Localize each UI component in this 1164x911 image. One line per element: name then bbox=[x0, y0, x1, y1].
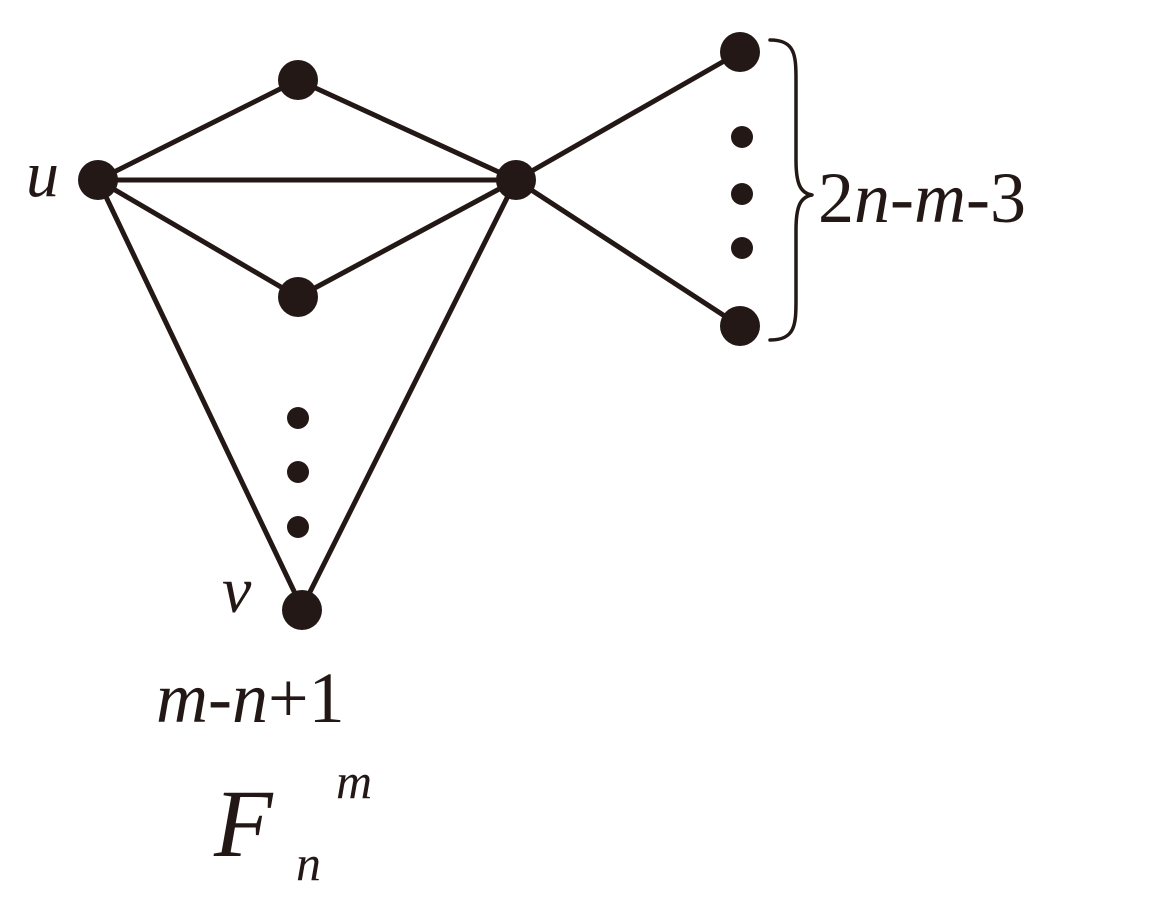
path-count-plus: + bbox=[268, 658, 309, 738]
ellipsis-dot bbox=[287, 516, 309, 538]
vertex-label-u: u bbox=[26, 138, 59, 211]
ellipsis-dot bbox=[731, 237, 753, 259]
brace-count-coef: 2 bbox=[818, 158, 854, 238]
ellipsis-dot bbox=[287, 407, 309, 429]
vertex-top bbox=[278, 60, 318, 100]
vertical-ellipsis-paths bbox=[287, 407, 309, 538]
edge-top-hub bbox=[295, 77, 519, 183]
edge-u-top bbox=[95, 77, 301, 183]
edge-u-mid bbox=[95, 177, 301, 300]
path-count-dash: - bbox=[208, 658, 232, 738]
edge-u-v bbox=[95, 177, 305, 611]
vertical-ellipsis-leaves bbox=[731, 126, 753, 259]
path-count-const: 1 bbox=[309, 658, 345, 738]
graph-name-subscript: n bbox=[296, 835, 321, 891]
brace-count-n: n bbox=[854, 158, 890, 238]
edges bbox=[95, 49, 743, 611]
path-count-n: n bbox=[232, 658, 268, 738]
vertex-u bbox=[78, 160, 118, 200]
vertex-leaf-bottom bbox=[720, 306, 760, 346]
ellipsis-dot bbox=[731, 126, 753, 148]
vertex-v bbox=[282, 590, 322, 630]
brace-count-dash: - bbox=[890, 158, 914, 238]
path-count-m: m bbox=[156, 658, 208, 738]
vertices bbox=[78, 32, 760, 630]
vertex-leaf-top bbox=[720, 32, 760, 72]
curly-brace bbox=[768, 38, 814, 342]
path-count-label: m-n+1 bbox=[156, 658, 345, 738]
edge-hub-leaf-top bbox=[513, 49, 743, 183]
brace-count-label: 2n-m-3 bbox=[818, 158, 1026, 238]
graph-name-base: F bbox=[213, 770, 274, 877]
ellipsis-dot bbox=[731, 183, 753, 205]
brace-count-m: m bbox=[914, 158, 966, 238]
ellipsis-dot bbox=[287, 461, 309, 483]
vertex-mid bbox=[278, 277, 318, 317]
vertex-hub bbox=[496, 160, 536, 200]
edge-hub-v bbox=[299, 177, 519, 611]
vertex-label-v: v bbox=[222, 554, 252, 627]
edge-hub-leaf-bottom bbox=[513, 177, 743, 329]
edge-mid-hub bbox=[295, 177, 519, 300]
brace-count-dash: - bbox=[966, 158, 990, 238]
brace-count-const: 3 bbox=[990, 158, 1026, 238]
graph-name-superscript: m bbox=[336, 753, 372, 809]
